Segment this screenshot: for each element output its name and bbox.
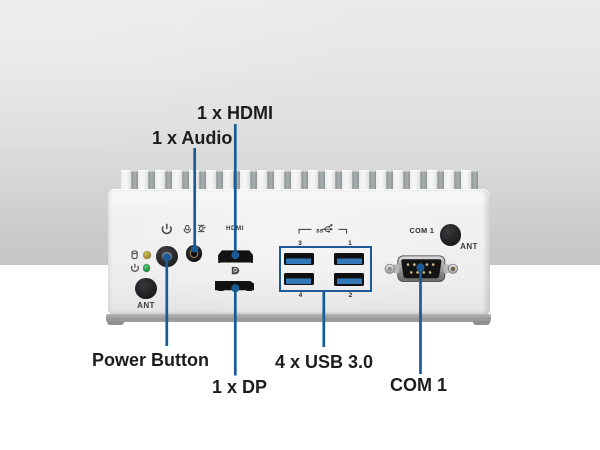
svg-text:ss: ss [316,227,324,234]
